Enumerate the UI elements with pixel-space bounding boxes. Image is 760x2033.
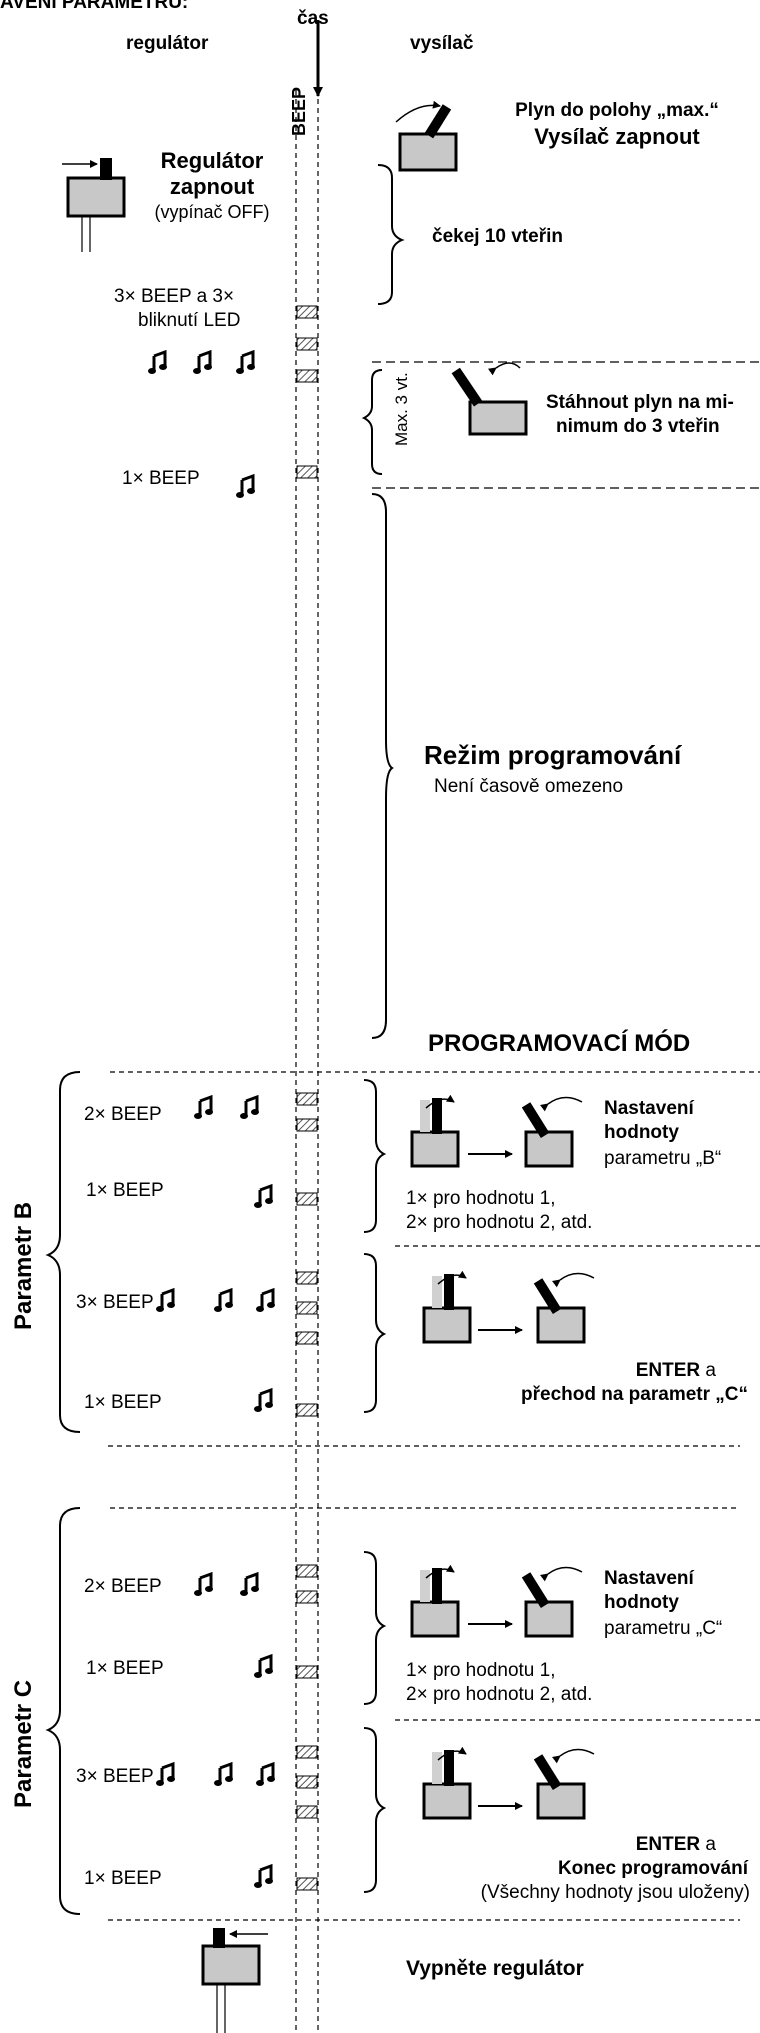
param-c-set-2: hodnoty (604, 1592, 679, 1613)
param-c-set-1: Nastavení (604, 1568, 694, 1589)
column-transmitter: vysílač (410, 33, 474, 54)
param-c-saved: (Všechny hodnoty jsou uloženy) (480, 1882, 750, 1903)
beep-blocks (296, 305, 318, 1891)
max3-label: Max. 3 vt. (392, 372, 411, 446)
param-c-block (45, 1507, 760, 1921)
regulator-on-title-2: zapnout (169, 174, 255, 199)
param-c-beep2: 2× BEEP (84, 1576, 162, 1597)
param-b-beep3: 3× BEEP (76, 1292, 154, 1313)
param-b-beep2: 2× BEEP (84, 1104, 162, 1125)
throttle-down-icon (451, 362, 528, 436)
transmitter-step-2: Vysílač zapnout (534, 124, 700, 149)
programming-mode-header: PROGRAMOVACÍ MÓD (428, 1030, 691, 1057)
no-time-limit: Není časově omezeno (434, 776, 624, 797)
throttle-min-1: Stáhnout plyn na mi- (546, 392, 734, 413)
param-c-value-2: 2× pro hodnotu 2, atd. (406, 1684, 593, 1705)
parameter-b-label: Parametr B (10, 1201, 37, 1330)
programming-mode-title: Režim programování (424, 740, 682, 770)
param-b-enter: ENTER a (635, 1360, 716, 1381)
transmitter-stick-icon (396, 104, 456, 170)
param-b-value-1: 1× pro hodnotu 1, (406, 1188, 556, 1209)
regulator-on-note: (vypínač OFF) (154, 202, 270, 222)
beep-axis-label: BEEP (289, 86, 309, 136)
param-b-set-3: parametru „B“ (604, 1148, 722, 1169)
parameter-c-label: Parametr C (10, 1679, 37, 1808)
param-b-set-1: Nastavení (604, 1098, 694, 1119)
param-c-beep1a: 1× BEEP (86, 1658, 164, 1679)
regulator-on-title: Regulátor (160, 148, 264, 173)
param-b-beep1b: 1× BEEP (84, 1392, 162, 1413)
brace-programming (371, 493, 394, 1039)
beep3-led-line2: bliknutí LED (138, 310, 241, 331)
music-note-icon (146, 350, 277, 1890)
brace-wait (377, 164, 405, 305)
transmitter-step-1: Plyn do polohy „max.“ (515, 100, 719, 121)
column-regulator: regulátor (126, 33, 209, 54)
throttle-min-2: nimum do 3 vteřin (556, 416, 720, 437)
param-c-set-3: parametru „C“ (604, 1618, 723, 1639)
param-b-next: přechod na parametr „C“ (521, 1384, 748, 1405)
param-c-value-1: 1× pro hodnotu 1, (406, 1660, 556, 1681)
turn-off-regulator: Vypněte regulátor (406, 1957, 584, 1980)
param-b-beep1a: 1× BEEP (86, 1180, 164, 1201)
param-b-set-2: hodnoty (604, 1122, 679, 1143)
regulator-off-icon (201, 1928, 268, 2033)
beep1-label: 1× BEEP (122, 468, 200, 489)
regulator-switch-icon (62, 158, 126, 252)
param-b-value-2: 2× pro hodnotu 2, atd. (406, 1212, 593, 1233)
time-label: čas (297, 8, 329, 29)
param-b-block (45, 1071, 760, 1447)
param-c-beep3: 3× BEEP (76, 1766, 154, 1787)
wait-label: čekej 10 vteřin (432, 226, 563, 247)
title-fragment: AVENÍ PARAMETRŮ: (0, 0, 189, 13)
param-c-end: Konec programování (557, 1858, 748, 1879)
param-c-enter: ENTER a (635, 1834, 716, 1855)
beep3-led-line1: 3× BEEP a 3× (114, 286, 235, 307)
param-c-beep1b: 1× BEEP (84, 1868, 162, 1889)
